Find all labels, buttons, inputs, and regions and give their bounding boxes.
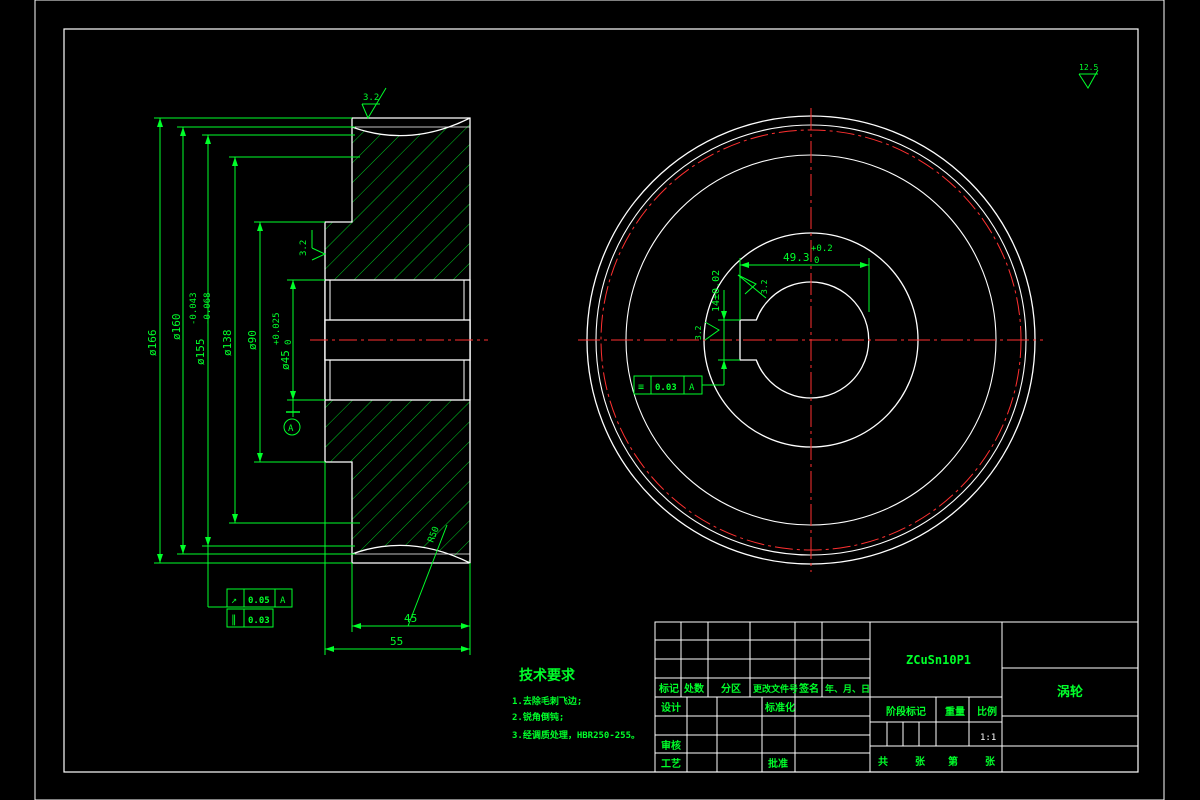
roughness-mark-top	[361, 87, 387, 120]
sheet-inner-border	[63, 28, 1139, 773]
front-dimensions	[633, 258, 870, 395]
tech-req-title: 技术要求	[519, 667, 576, 684]
dim-d155-tol2: -0.068	[203, 292, 213, 325]
sheet-outer-border	[34, 0, 1165, 800]
front-view	[578, 108, 1043, 572]
scale-label: 比例	[977, 705, 997, 718]
rough-bore-label: 3.2	[299, 240, 309, 256]
tolerance-frames	[207, 546, 293, 628]
material-label: ZCuSn10P1	[906, 653, 971, 667]
header-zone: 分区	[721, 682, 741, 695]
datum-a-symbol: A	[283, 400, 301, 436]
section-lower-hatch	[325, 400, 470, 563]
runout-value: 0.05	[248, 596, 270, 606]
header-date: 年、月、日	[825, 683, 870, 695]
bore-keyway	[739, 281, 870, 399]
part-name-label: 涡轮	[1057, 684, 1083, 700]
worm-groove-top	[351, 117, 471, 137]
dim-w493-tol2: 0	[814, 256, 819, 266]
header-sign: 签名	[798, 682, 819, 695]
design-label: 设计	[661, 701, 681, 714]
weight-label: 重量	[945, 705, 965, 718]
tech-req-line1: 1.去除毛刺飞边;	[512, 695, 582, 707]
runout-symbol: ↗	[231, 595, 237, 606]
review-label: 审核	[661, 739, 681, 752]
sym-symbol: ≡	[638, 382, 644, 393]
roughness-mark-key2	[704, 321, 720, 341]
rough-key2-label: 3.2	[694, 325, 703, 340]
dim-d155: ø155	[194, 339, 207, 366]
worm-groove-bottom	[351, 544, 471, 564]
front-arrows	[721, 262, 869, 369]
dim-w14: 14±0.02	[711, 270, 722, 312]
dim-d45-tol: +0.025	[272, 312, 282, 345]
tech-req-line3: 3.经调质处理，HBR250-255。	[512, 729, 640, 741]
length-dimensions	[324, 462, 471, 655]
total-label: 共	[878, 755, 888, 768]
dim-len45: 45	[404, 612, 417, 625]
title-block	[654, 621, 1139, 773]
dim-len55: 55	[390, 635, 403, 648]
parallel-symbol: ∥	[231, 613, 237, 626]
roughness-mark-bore	[311, 230, 327, 261]
sheet2-label: 张	[985, 755, 996, 768]
length-arrows	[325, 623, 470, 652]
dim-d155-tol: -0.043	[189, 292, 199, 325]
roughness-global	[1078, 69, 1099, 89]
section-outline	[324, 117, 471, 564]
dim-d166: ø166	[146, 330, 159, 357]
header-count: 处数	[683, 682, 705, 695]
standardize-label: 标准化	[764, 701, 795, 714]
rough-global-label: 12.5	[1079, 63, 1098, 72]
runout-ref: A	[280, 596, 286, 606]
section-upper-hatch	[325, 118, 470, 280]
diameter-dimensions	[154, 117, 360, 564]
dim-d160: ø160	[170, 314, 183, 341]
dim-w493-tol: +0.2	[811, 244, 833, 254]
page-label: 第	[948, 755, 958, 768]
dim-w493: 49.3	[783, 251, 810, 264]
dimension-arrows	[157, 118, 296, 563]
rough-key1-label: 3.2	[760, 279, 769, 294]
datum-a-label: A	[288, 424, 294, 434]
dim-d90: ø90	[246, 330, 259, 350]
stage-mark-label: 阶段标记	[886, 705, 926, 718]
roughness-mark-key1	[737, 274, 767, 299]
dim-d45-tol2: 0	[284, 340, 294, 345]
sheet-label: 张	[915, 755, 926, 768]
approve-label: 批准	[768, 757, 788, 770]
scale-value: 1:1	[980, 733, 996, 743]
sym-value: 0.03	[655, 383, 677, 393]
tech-req-line2: 2.锐角倒钝;	[512, 711, 564, 723]
section-view	[310, 117, 488, 564]
process-label: 工艺	[661, 757, 681, 770]
header-change-doc: 更改文件号	[753, 683, 798, 695]
parallel-value: 0.03	[248, 616, 270, 626]
dim-d45: ø45	[279, 350, 292, 370]
sym-ref: A	[689, 383, 695, 393]
dim-d138: ø138	[221, 330, 234, 357]
rough-top-label: 3.2	[363, 93, 379, 103]
header-mark: 标记	[658, 682, 679, 695]
